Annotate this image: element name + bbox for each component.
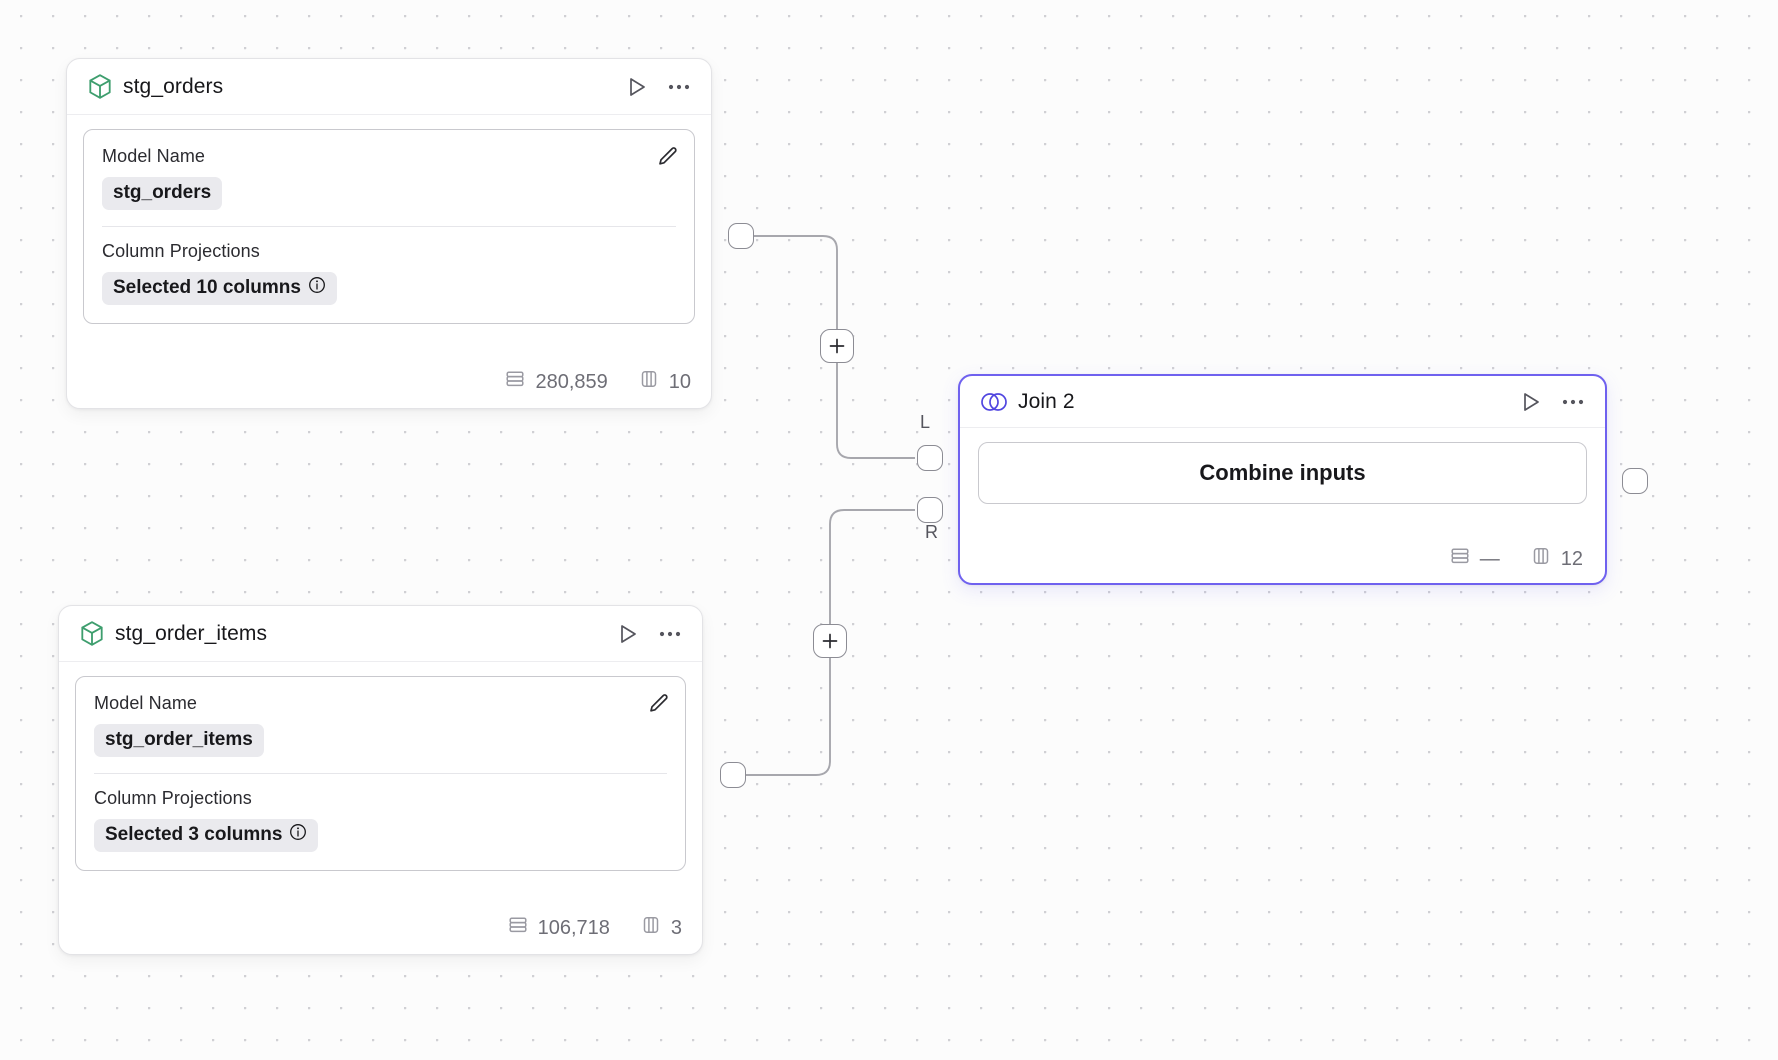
column-count-stat: 12 — [1530, 545, 1583, 573]
node-title: Join 2 — [1018, 389, 1075, 413]
node-header: Join 2 — [960, 376, 1605, 428]
edit-icon[interactable] — [645, 691, 671, 717]
run-icon[interactable] — [1517, 388, 1545, 416]
column-projections-value: Selected 3 columns — [105, 824, 283, 846]
column-count-value: 3 — [670, 916, 682, 939]
column-count-stat: 10 — [638, 368, 691, 396]
output-port-stg-orders[interactable] — [728, 223, 754, 249]
add-node-on-edge-top[interactable] — [820, 329, 854, 363]
node-footer: — 12 — [960, 537, 1605, 583]
model-name-label: Model Name — [102, 146, 206, 166]
columns-icon — [1530, 545, 1552, 573]
run-icon[interactable] — [623, 73, 651, 101]
rows-icon — [504, 368, 526, 396]
row-count-stat: 106,718 — [507, 914, 610, 942]
cube-icon — [87, 73, 113, 101]
row-count-value: 280,859 — [535, 370, 608, 393]
input-port-label-right: R — [925, 522, 938, 542]
more-icon[interactable] — [1559, 388, 1587, 416]
row-count-value: — — [1479, 547, 1500, 570]
combine-inputs-label: Combine inputs — [1199, 460, 1366, 485]
node-join-2[interactable]: Join 2 Combine inputs — [958, 374, 1607, 585]
column-projections-chip[interactable]: Selected 10 columns — [102, 271, 337, 306]
combine-inputs-button[interactable]: Combine inputs — [978, 442, 1587, 504]
column-count-stat: 3 — [640, 914, 682, 942]
node-title: stg_order_items — [115, 621, 268, 645]
model-name-value: stg_orders — [113, 182, 212, 203]
panel-divider — [102, 225, 676, 227]
input-port-right[interactable] — [917, 497, 943, 523]
row-count-stat: — — [1449, 545, 1500, 573]
columns-icon — [640, 914, 662, 942]
output-port-stg-order-items[interactable] — [720, 762, 746, 788]
more-icon[interactable] — [665, 73, 693, 101]
node-header: stg_orders — [67, 59, 711, 115]
node-body: Model Name stg_order_items Column Projec… — [59, 662, 702, 904]
columns-icon — [638, 368, 660, 396]
panel-divider — [94, 772, 667, 774]
join-icon — [980, 391, 1008, 413]
column-projections-label: Column Projections — [102, 240, 260, 261]
column-count-value: 12 — [1560, 547, 1583, 570]
input-port-label-left: L — [920, 412, 931, 432]
column-projections-chip[interactable]: Selected 3 columns — [94, 818, 319, 853]
rows-icon — [507, 914, 529, 942]
node-footer: 280,859 10 — [67, 358, 711, 408]
run-icon[interactable] — [614, 620, 642, 648]
node-body: Combine inputs — [960, 428, 1605, 537]
node-stg-order-items[interactable]: stg_order_items — [58, 605, 703, 955]
model-name-chip[interactable]: stg_orders — [102, 177, 223, 210]
node-header: stg_order_items — [59, 606, 702, 662]
node-body: Model Name stg_orders Column Projections… — [67, 115, 711, 358]
node-footer: 106,718 3 — [59, 904, 702, 954]
model-config-panel: Model Name stg_orders Column Projections… — [83, 129, 695, 325]
column-projections-label: Column Projections — [94, 787, 252, 808]
row-count-stat: 280,859 — [504, 368, 608, 396]
model-name-chip[interactable]: stg_order_items — [94, 724, 264, 757]
node-title: stg_orders — [123, 74, 224, 98]
more-icon[interactable] — [656, 620, 684, 648]
cube-icon — [79, 620, 105, 648]
info-icon[interactable] — [308, 276, 326, 302]
add-node-on-edge-bottom[interactable] — [813, 624, 847, 658]
model-name-value: stg_order_items — [105, 729, 253, 750]
edit-icon[interactable] — [654, 144, 680, 170]
model-config-panel: Model Name stg_order_items Column Projec… — [75, 676, 686, 872]
column-count-value: 10 — [668, 370, 691, 393]
node-stg-orders[interactable]: stg_orders — [66, 58, 712, 409]
output-port-join-2[interactable] — [1622, 468, 1648, 494]
input-port-left[interactable] — [917, 445, 943, 471]
rows-icon — [1449, 545, 1471, 573]
column-projections-value: Selected 10 columns — [113, 277, 301, 299]
model-name-label: Model Name — [94, 693, 198, 713]
row-count-value: 106,718 — [537, 916, 610, 939]
info-icon[interactable] — [289, 823, 307, 849]
